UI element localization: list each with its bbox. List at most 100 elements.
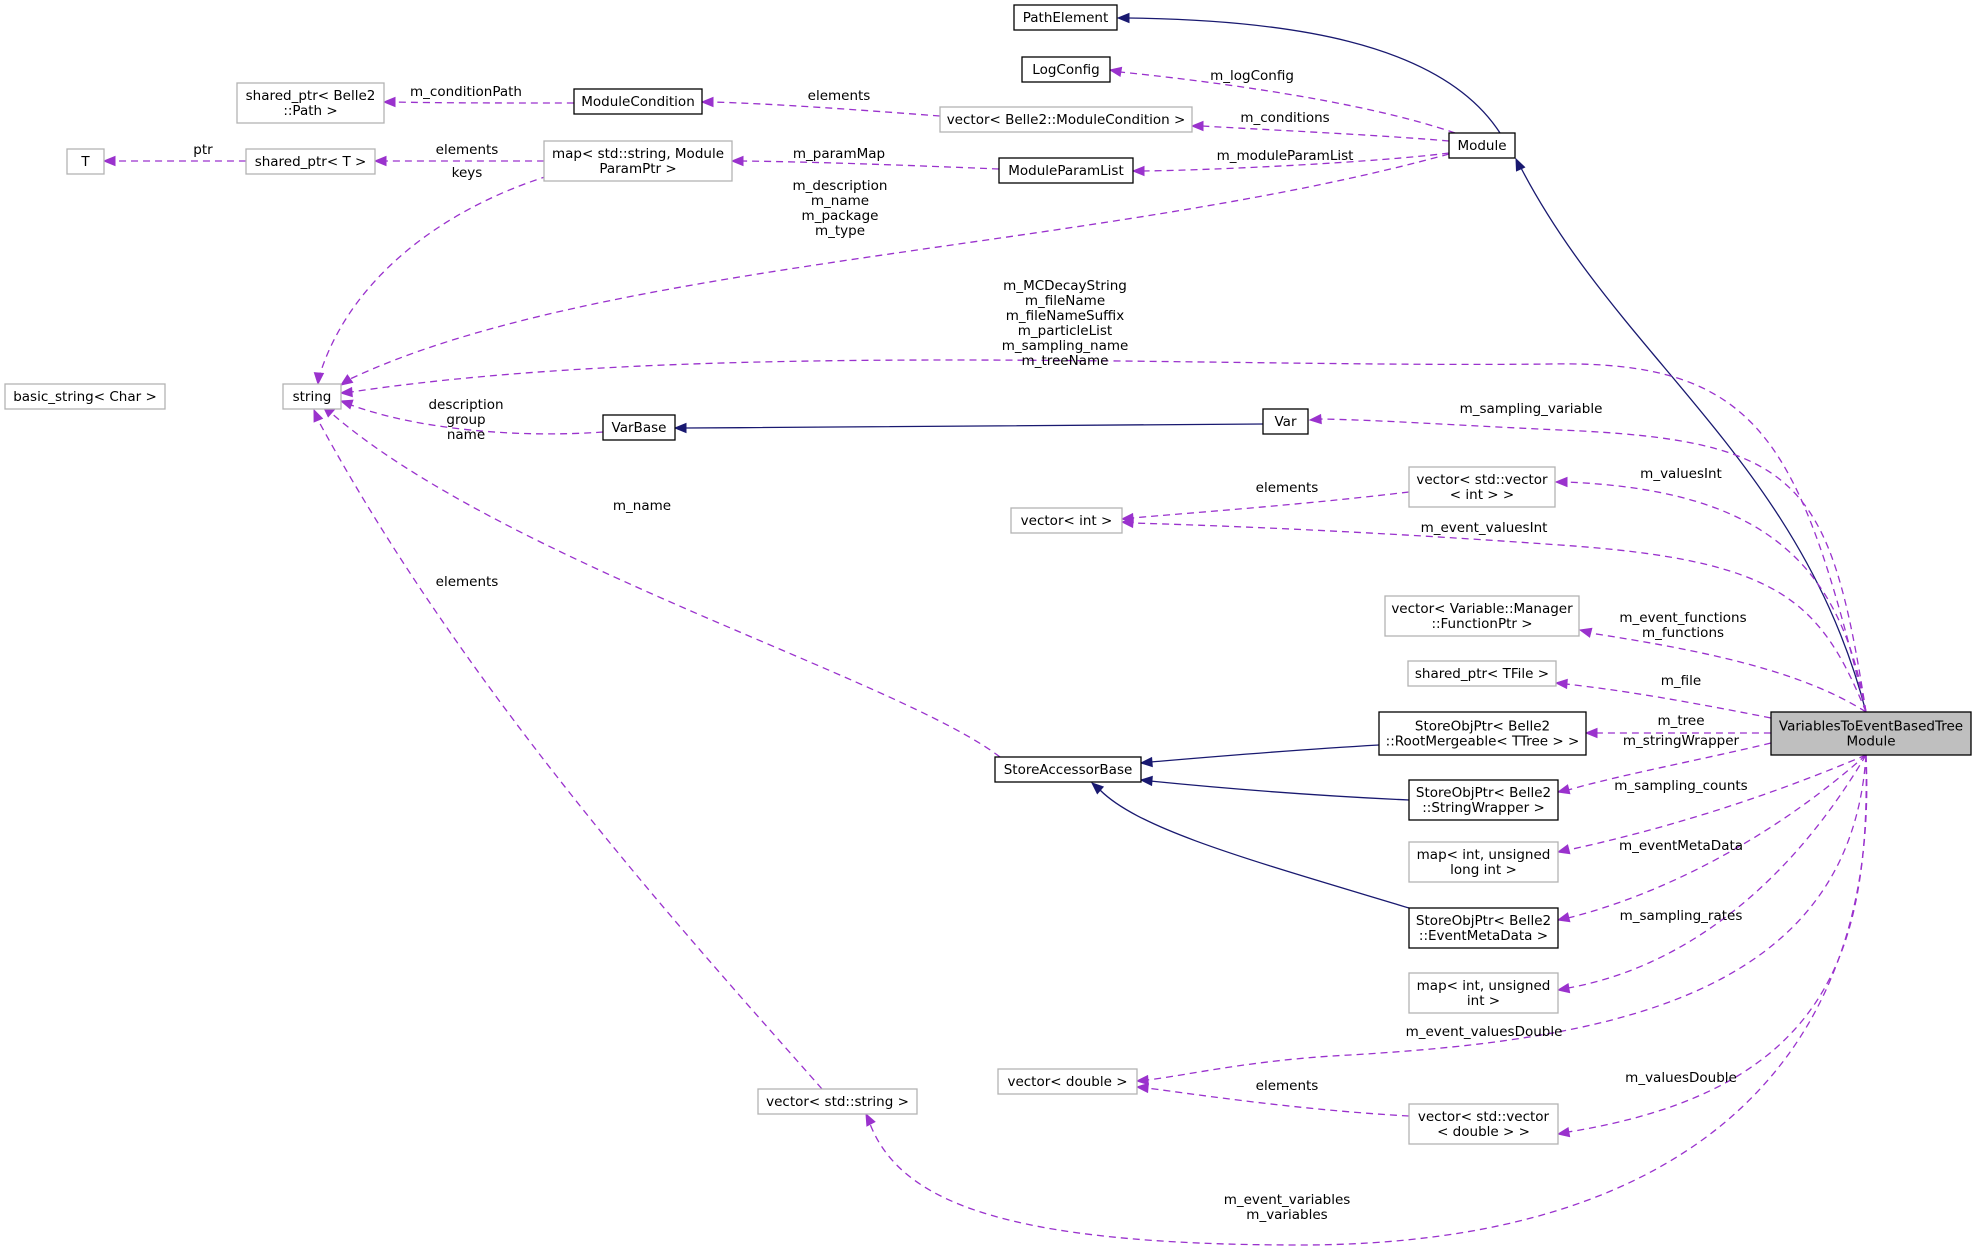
node-LogConfig[interactable]: LogConfig (1021, 56, 1111, 83)
node-StoreAccessorBase[interactable]: StoreAccessorBase (994, 756, 1142, 783)
node-label-line: shared_ptr< T > (255, 154, 367, 170)
use-sampling-rates-arrowhead (1556, 982, 1571, 994)
use-conditions-edge: m_conditions (1190, 110, 1450, 142)
edge-label-line: m_stringWrapper (1623, 733, 1740, 749)
edge-label-m-sampling-counts: m_sampling_counts (1614, 778, 1747, 794)
node-sharedPtrTFile[interactable]: shared_ptr< TFile > (1407, 660, 1557, 687)
edge-label-line: m_conditions (1240, 110, 1329, 126)
inherit-sab-tree-edge (1139, 744, 1380, 768)
node-box (997, 1068, 1138, 1095)
use-conditionpath-line (393, 101, 575, 104)
inherit-sab-sw-arrowhead (1139, 775, 1153, 787)
use-valuesdouble-arrowhead (1556, 1126, 1571, 1138)
edge-label-line: m_file (1661, 673, 1701, 689)
node-box (1408, 779, 1559, 821)
node-ModuleCondition[interactable]: ModuleCondition (573, 88, 703, 115)
use-variables-line (869, 754, 1868, 1246)
node-StoreObjPtrStringWrapper[interactable]: StoreObjPtr< Belle2::StringWrapper > (1408, 779, 1559, 821)
node-box (282, 383, 342, 410)
node-vectorVectorInt[interactable]: vector< std::vector< int > > (1408, 466, 1556, 508)
node-box (1408, 841, 1559, 883)
node-label-line: StoreObjPtr< Belle2 (1416, 913, 1551, 929)
use-eventmetadata-line (1567, 754, 1867, 919)
node-box (573, 88, 703, 115)
node-sharedPtrT[interactable]: shared_ptr< T > (245, 148, 376, 175)
node-ModuleParamList[interactable]: ModuleParamList (998, 157, 1134, 184)
node-vectorStdString[interactable]: vector< std::string > (757, 1088, 918, 1115)
node-T[interactable]: T (66, 148, 105, 175)
edge-label-m-valuesDouble: m_valuesDouble (1625, 1070, 1737, 1086)
node-VarBase[interactable]: VarBase (602, 414, 676, 441)
edge-label-line: m_logConfig (1210, 68, 1294, 84)
node-label-line: Var (1274, 414, 1296, 430)
edge-label-m-sampling-variable: m_sampling_variable (1460, 401, 1603, 417)
node-vectorVectorDouble[interactable]: vector< std::vector< double > > (1408, 1103, 1559, 1145)
node-Var[interactable]: Var (1262, 408, 1309, 435)
use-logconfig-edge: m_logConfig (1108, 66, 1456, 134)
node-vectorModuleCondition[interactable]: vector< Belle2::ModuleCondition > (939, 106, 1193, 133)
node-label-line: ::RootMergeable< TTree > > (1386, 734, 1580, 750)
node-box (1378, 711, 1587, 756)
use-tree-arrowhead (1584, 727, 1598, 739)
use-vdouble-elements-line (1146, 1087, 1410, 1117)
edge-label-elements-vstring: elements (436, 574, 499, 590)
node-StoreObjPtrTTree[interactable]: StoreObjPtr< Belle2::RootMergeable< TTre… (1378, 711, 1587, 756)
edge-label-line: m_event_functions (1619, 610, 1746, 626)
use-sampling-variable-arrowhead (1308, 413, 1322, 425)
inherit-sab-tree-arrowhead (1139, 756, 1153, 768)
use-vdouble-elements-arrowhead (1135, 1082, 1149, 1094)
edge-label-line: ptr (193, 142, 213, 158)
use-conditions-line (1201, 125, 1450, 142)
node-box (939, 106, 1193, 133)
use-parammap-edge: m_paramMap (730, 146, 1000, 170)
edge-label-line: m_eventMetaData (1619, 838, 1743, 854)
node-Module[interactable]: Module (1448, 132, 1516, 159)
node-box (1407, 660, 1557, 687)
edge-label-line: keys (452, 165, 483, 181)
use-valuesint-line (1565, 481, 1867, 713)
edge-label-elements-conditions: elements (808, 88, 871, 104)
node-basicString[interactable]: basic_string< Char > (4, 383, 166, 410)
node-label-line: T (80, 154, 90, 170)
edge-label-ptr: ptr (193, 142, 213, 158)
node-label-line: vector< std::vector (1418, 1109, 1550, 1125)
node-box (1013, 4, 1118, 31)
edge-label-line: m_tree (1657, 713, 1704, 729)
edge-label-elements-map: elements (436, 142, 499, 158)
node-string[interactable]: string (282, 383, 342, 410)
node-label-line: ::EventMetaData > (1419, 928, 1548, 944)
edge-label-line: m_paramMap (793, 146, 885, 162)
use-sampling-variable-edge: m_sampling_variable (1308, 401, 1867, 713)
use-variables-arrowhead (865, 1112, 876, 1127)
node-label-line: map< int, unsigned (1417, 847, 1551, 863)
edge-label-m-file: m_file (1661, 673, 1701, 689)
use-stringwrapper-line (1567, 742, 1772, 791)
node-box (757, 1088, 918, 1115)
node-label-line: < int > > (1450, 487, 1514, 503)
node-label-line: map< std::string, Module (552, 146, 724, 162)
node-vectorDouble[interactable]: vector< double > (997, 1068, 1138, 1095)
node-vectorInt[interactable]: vector< int > (1010, 507, 1123, 534)
node-StoreObjPtrEventMetaData[interactable]: StoreObjPtr< Belle2::EventMetaData > (1408, 907, 1559, 949)
inherit-pathelement-arrowhead (1116, 12, 1130, 24)
use-keys-line (319, 175, 549, 375)
node-sharedPtrPath[interactable]: shared_ptr< Belle2::Path > (236, 82, 385, 124)
use-tree-edge: m_tree (1584, 713, 1772, 739)
node-vectorFunctionPtr[interactable]: vector< Variable::Manager::FunctionPtr > (1384, 595, 1580, 637)
use-moduleparamlist-edge: m_moduleParamList (1131, 148, 1450, 177)
node-label-line: ModuleParamList (1008, 163, 1123, 179)
node-label: PathElement (1023, 10, 1109, 26)
edge-label-line: description (428, 397, 503, 413)
edge-label-line: m_event_valuesInt (1421, 520, 1548, 536)
node-box (1408, 466, 1556, 508)
node-PathElement[interactable]: PathElement (1013, 4, 1118, 31)
